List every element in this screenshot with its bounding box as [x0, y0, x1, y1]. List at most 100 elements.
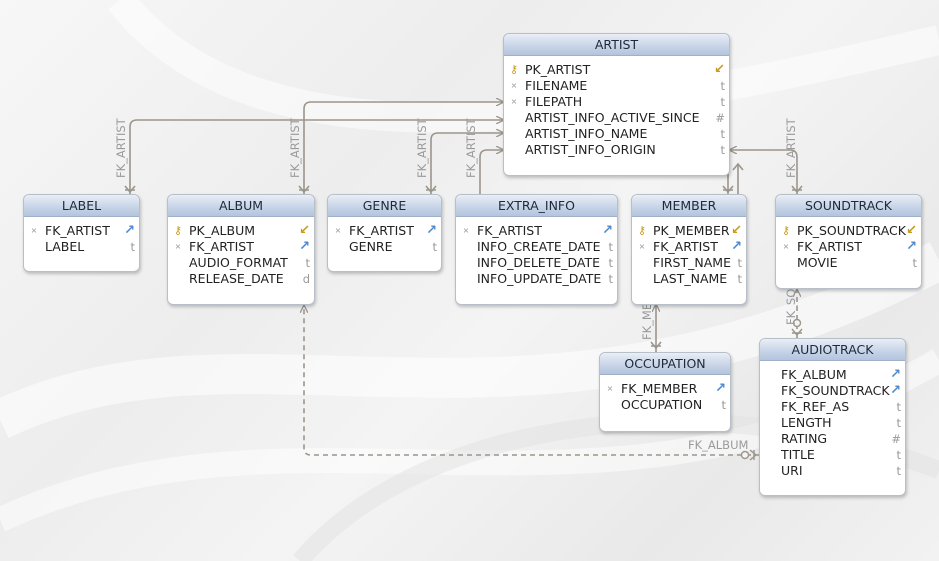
column-type: t	[912, 256, 917, 270]
column-name: INFO_CREATE_DATE	[477, 239, 601, 254]
column-marker	[600, 397, 620, 413]
primary-key-type-icon: ↙	[906, 223, 917, 238]
column-name: FIRST_NAME	[653, 255, 731, 270]
column-name: INFO_DELETE_DATE	[477, 255, 601, 270]
column-row[interactable]: FK_ALBUM↗	[760, 367, 905, 383]
column-row[interactable]: ARTIST_INFO_ORIGIN t	[504, 142, 729, 158]
entity-title[interactable]: EXTRA_INFO	[456, 195, 617, 217]
column-row[interactable]: ×FK_ARTIST↗	[456, 223, 617, 239]
column-row[interactable]: INFO_UPDATE_DATE t	[456, 271, 617, 287]
connector-genre-artist	[430, 133, 503, 194]
primary-key-icon: ⚷	[637, 224, 647, 237]
column-row[interactable]: RATING#	[760, 431, 905, 447]
primary-key-icon: ⚷	[173, 224, 183, 237]
column-row[interactable]: ⚷ PK_MEMBER↙	[632, 223, 746, 239]
entity-title[interactable]: GENRE	[328, 195, 441, 217]
entity-title[interactable]: OCCUPATION	[600, 353, 730, 375]
foreign-key-icon: ↗	[124, 223, 135, 238]
column-marker	[760, 415, 780, 431]
connector-soundtrack-artist	[730, 150, 798, 194]
column-name: PK_MEMBER	[653, 223, 730, 238]
relationship-label: FK_ARTIST	[784, 118, 798, 178]
column-name: ARTIST_INFO_ORIGIN	[525, 142, 656, 157]
column-row[interactable]: ⚷PK_ALBUM↙	[168, 223, 314, 239]
column-row[interactable]: × FK_ARTIST ↗	[24, 223, 139, 239]
column-marker	[504, 142, 524, 158]
column-row[interactable]: ×FK_ARTIST↗	[168, 239, 314, 255]
entity-member[interactable]: MEMBER ⚷ PK_MEMBER↙×FK_ARTIST↗FIRST_NAME t…	[631, 194, 747, 305]
column-name: FILENAME	[525, 78, 588, 93]
column-name: FK_ARTIST	[477, 223, 542, 238]
primary-key-type-icon: ↙	[731, 223, 742, 238]
entity-title[interactable]: AUDIOTRACK	[760, 339, 905, 361]
entity-audiotrack[interactable]: AUDIOTRACK FK_ALBUM↗FK_SOUNDTRACK↗FK_REF…	[759, 338, 906, 496]
column-row[interactable]: ×FK_ARTIST↗	[328, 223, 441, 239]
column-name: LAST_NAME	[653, 271, 728, 286]
nullable-icon: ×	[510, 81, 518, 90]
column-row[interactable]: FIRST_NAME t	[632, 255, 746, 271]
relationship-label: FK_SO	[784, 288, 798, 325]
column-row[interactable]: INFO_DELETE_DATE t	[456, 255, 617, 271]
entity-title[interactable]: ALBUM	[168, 195, 314, 217]
column-name: FK_REF_AS	[781, 399, 850, 414]
column-row[interactable]: ×FK_MEMBER↗	[600, 381, 730, 397]
column-row[interactable]: FK_REF_AS t	[760, 399, 905, 415]
column-type: t	[720, 143, 725, 157]
column-type: #	[715, 111, 725, 125]
column-type: t	[608, 256, 613, 270]
column-type: t	[896, 400, 901, 414]
nullable-icon: ×	[510, 97, 518, 106]
column-name: RELEASE_DATE	[189, 271, 284, 286]
column-name: FK_ARTIST	[45, 223, 110, 238]
column-name: FK_SOUNDTRACK	[781, 383, 890, 398]
column-row[interactable]: ×FK_ARTIST↗	[632, 239, 746, 255]
column-marker	[456, 255, 476, 271]
entity-title[interactable]: MEMBER	[632, 195, 746, 217]
column-type: t	[737, 256, 742, 270]
column-name: PK_SOUNDTRACK	[797, 223, 906, 238]
column-name: TITLE	[781, 447, 815, 462]
column-row[interactable]: ⚷PK_ARTIST↙	[504, 62, 729, 78]
column-row[interactable]: ⚷PK_SOUNDTRACK↙	[776, 223, 921, 239]
column-name: INFO_UPDATE_DATE	[477, 271, 602, 286]
column-type: t	[130, 240, 135, 254]
entity-title[interactable]: LABEL	[24, 195, 139, 217]
entity-title[interactable]: SOUNDTRACK	[776, 195, 921, 217]
entity-title[interactable]: ARTIST	[504, 34, 729, 56]
column-row[interactable]: ×FK_ARTIST↗	[776, 239, 921, 255]
column-name: URI	[781, 463, 803, 478]
column-marker	[776, 255, 796, 271]
column-row[interactable]: FK_SOUNDTRACK↗	[760, 383, 905, 399]
relationship-label: FK_ME	[640, 302, 654, 340]
relationship-label: FK_ARTIST	[114, 118, 128, 178]
entity-soundtrack[interactable]: SOUNDTRACK ⚷PK_SOUNDTRACK↙×FK_ARTIST↗MOV…	[775, 194, 922, 289]
nullable-icon: ×	[606, 384, 614, 393]
nullable-icon: ×	[30, 226, 38, 235]
column-type: t	[608, 272, 613, 286]
foreign-key-icon: ↗	[890, 383, 901, 398]
column-name: PK_ARTIST	[525, 62, 591, 77]
column-row[interactable]: ARTIST_INFO_ACTIVE_SINCE#	[504, 110, 729, 126]
column-name: ARTIST_INFO_NAME	[525, 126, 648, 141]
